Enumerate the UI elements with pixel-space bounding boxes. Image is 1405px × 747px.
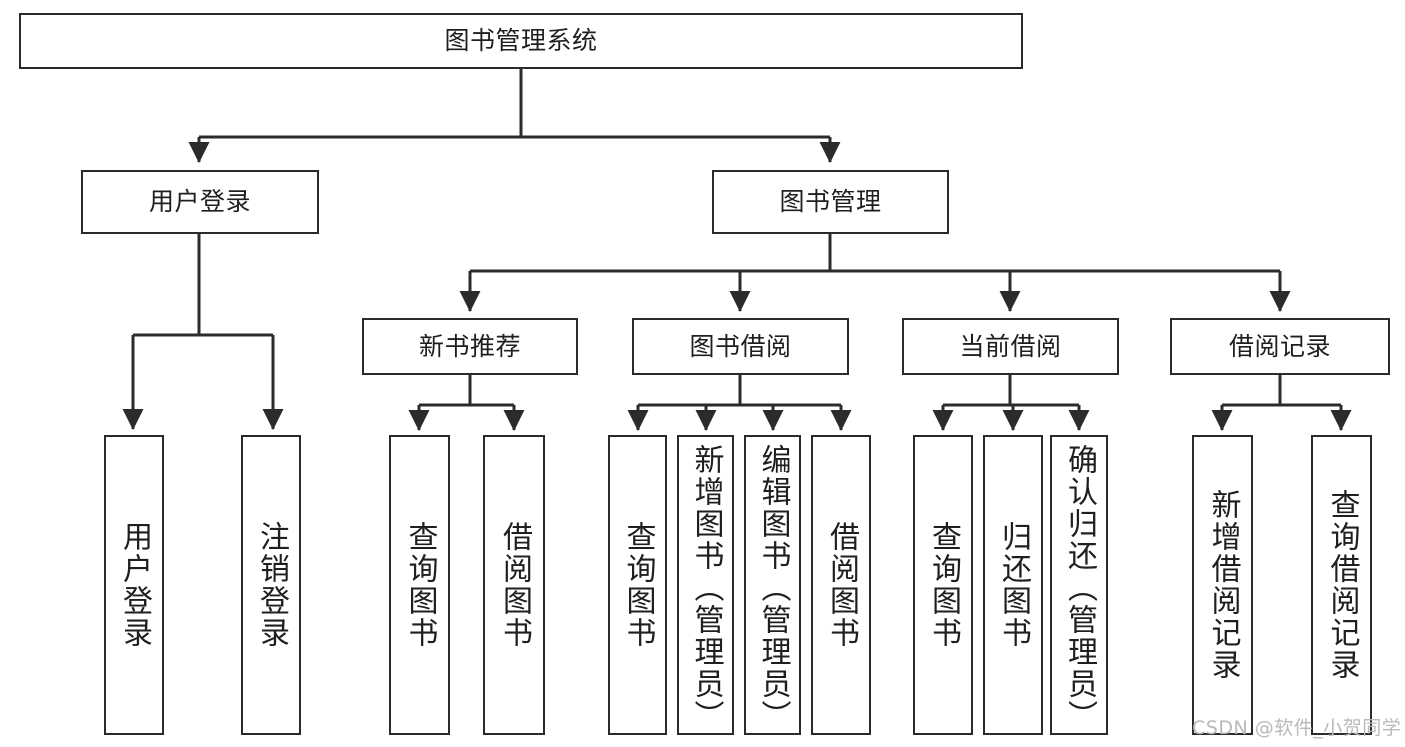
node-leaf-add-borrow-record-label: 新增借阅记录 [1205,489,1241,681]
node-leaf-user-login-label: 用户登录 [117,521,152,649]
csdn-watermark: CSDN @软件_小贺同学 [1192,717,1402,739]
node-book-management-label: 图书管理 [779,187,882,217]
node-user-login-label: 用户登录 [148,187,251,217]
node-leaf-add-book[interactable]: 新增图书（管理员） [677,435,734,735]
node-leaf-confirm-return[interactable]: 确认归还（管理员） [1050,435,1108,735]
node-leaf-edit-book[interactable]: 编辑图书（管理员） [744,435,801,735]
node-leaf-edit-book-label: 编辑图书（管理员） [755,444,791,732]
node-leaf-query-book-3-label: 查询图书 [926,521,961,649]
node-leaf-query-book-1-label: 查询图书 [402,521,438,649]
node-book-borrow[interactable]: 图书借阅 [632,318,849,375]
node-leaf-query-book-2[interactable]: 查询图书 [608,435,667,735]
node-new-book-recommend[interactable]: 新书推荐 [362,318,578,375]
node-leaf-confirm-return-label: 确认归还（管理员） [1062,444,1097,732]
node-current-borrow[interactable]: 当前借阅 [902,318,1119,375]
node-leaf-user-login[interactable]: 用户登录 [104,435,164,735]
node-leaf-borrow-book-2[interactable]: 借阅图书 [811,435,871,735]
node-leaf-query-borrow-record-label: 查询借阅记录 [1324,489,1360,681]
node-new-book-recommend-label: 新书推荐 [418,331,521,361]
node-borrow-record[interactable]: 借阅记录 [1170,318,1390,375]
node-leaf-return-book[interactable]: 归还图书 [983,435,1043,735]
node-leaf-borrow-book-1-label: 借阅图书 [497,521,532,649]
node-root[interactable]: 图书管理系统 [19,13,1023,69]
node-leaf-logout-login-label: 注销登录 [254,521,289,649]
node-root-label: 图书管理系统 [444,26,598,56]
node-book-management[interactable]: 图书管理 [712,170,949,234]
node-current-borrow-label: 当前借阅 [959,331,1062,361]
node-leaf-query-book-3[interactable]: 查询图书 [913,435,973,735]
node-leaf-query-book-2-label: 查询图书 [620,521,656,649]
node-book-borrow-label: 图书借阅 [689,331,792,361]
node-leaf-add-borrow-record[interactable]: 新增借阅记录 [1192,435,1253,735]
node-user-login[interactable]: 用户登录 [81,170,319,234]
node-leaf-logout-login[interactable]: 注销登录 [241,435,301,735]
node-leaf-borrow-book-2-label: 借阅图书 [824,521,859,649]
node-leaf-add-book-label: 新增图书（管理员） [688,444,724,732]
node-leaf-return-book-label: 归还图书 [996,521,1031,649]
node-borrow-record-label: 借阅记录 [1228,331,1331,361]
node-leaf-borrow-book-1[interactable]: 借阅图书 [483,435,545,735]
node-leaf-query-book-1[interactable]: 查询图书 [389,435,450,735]
node-leaf-query-borrow-record[interactable]: 查询借阅记录 [1311,435,1372,735]
